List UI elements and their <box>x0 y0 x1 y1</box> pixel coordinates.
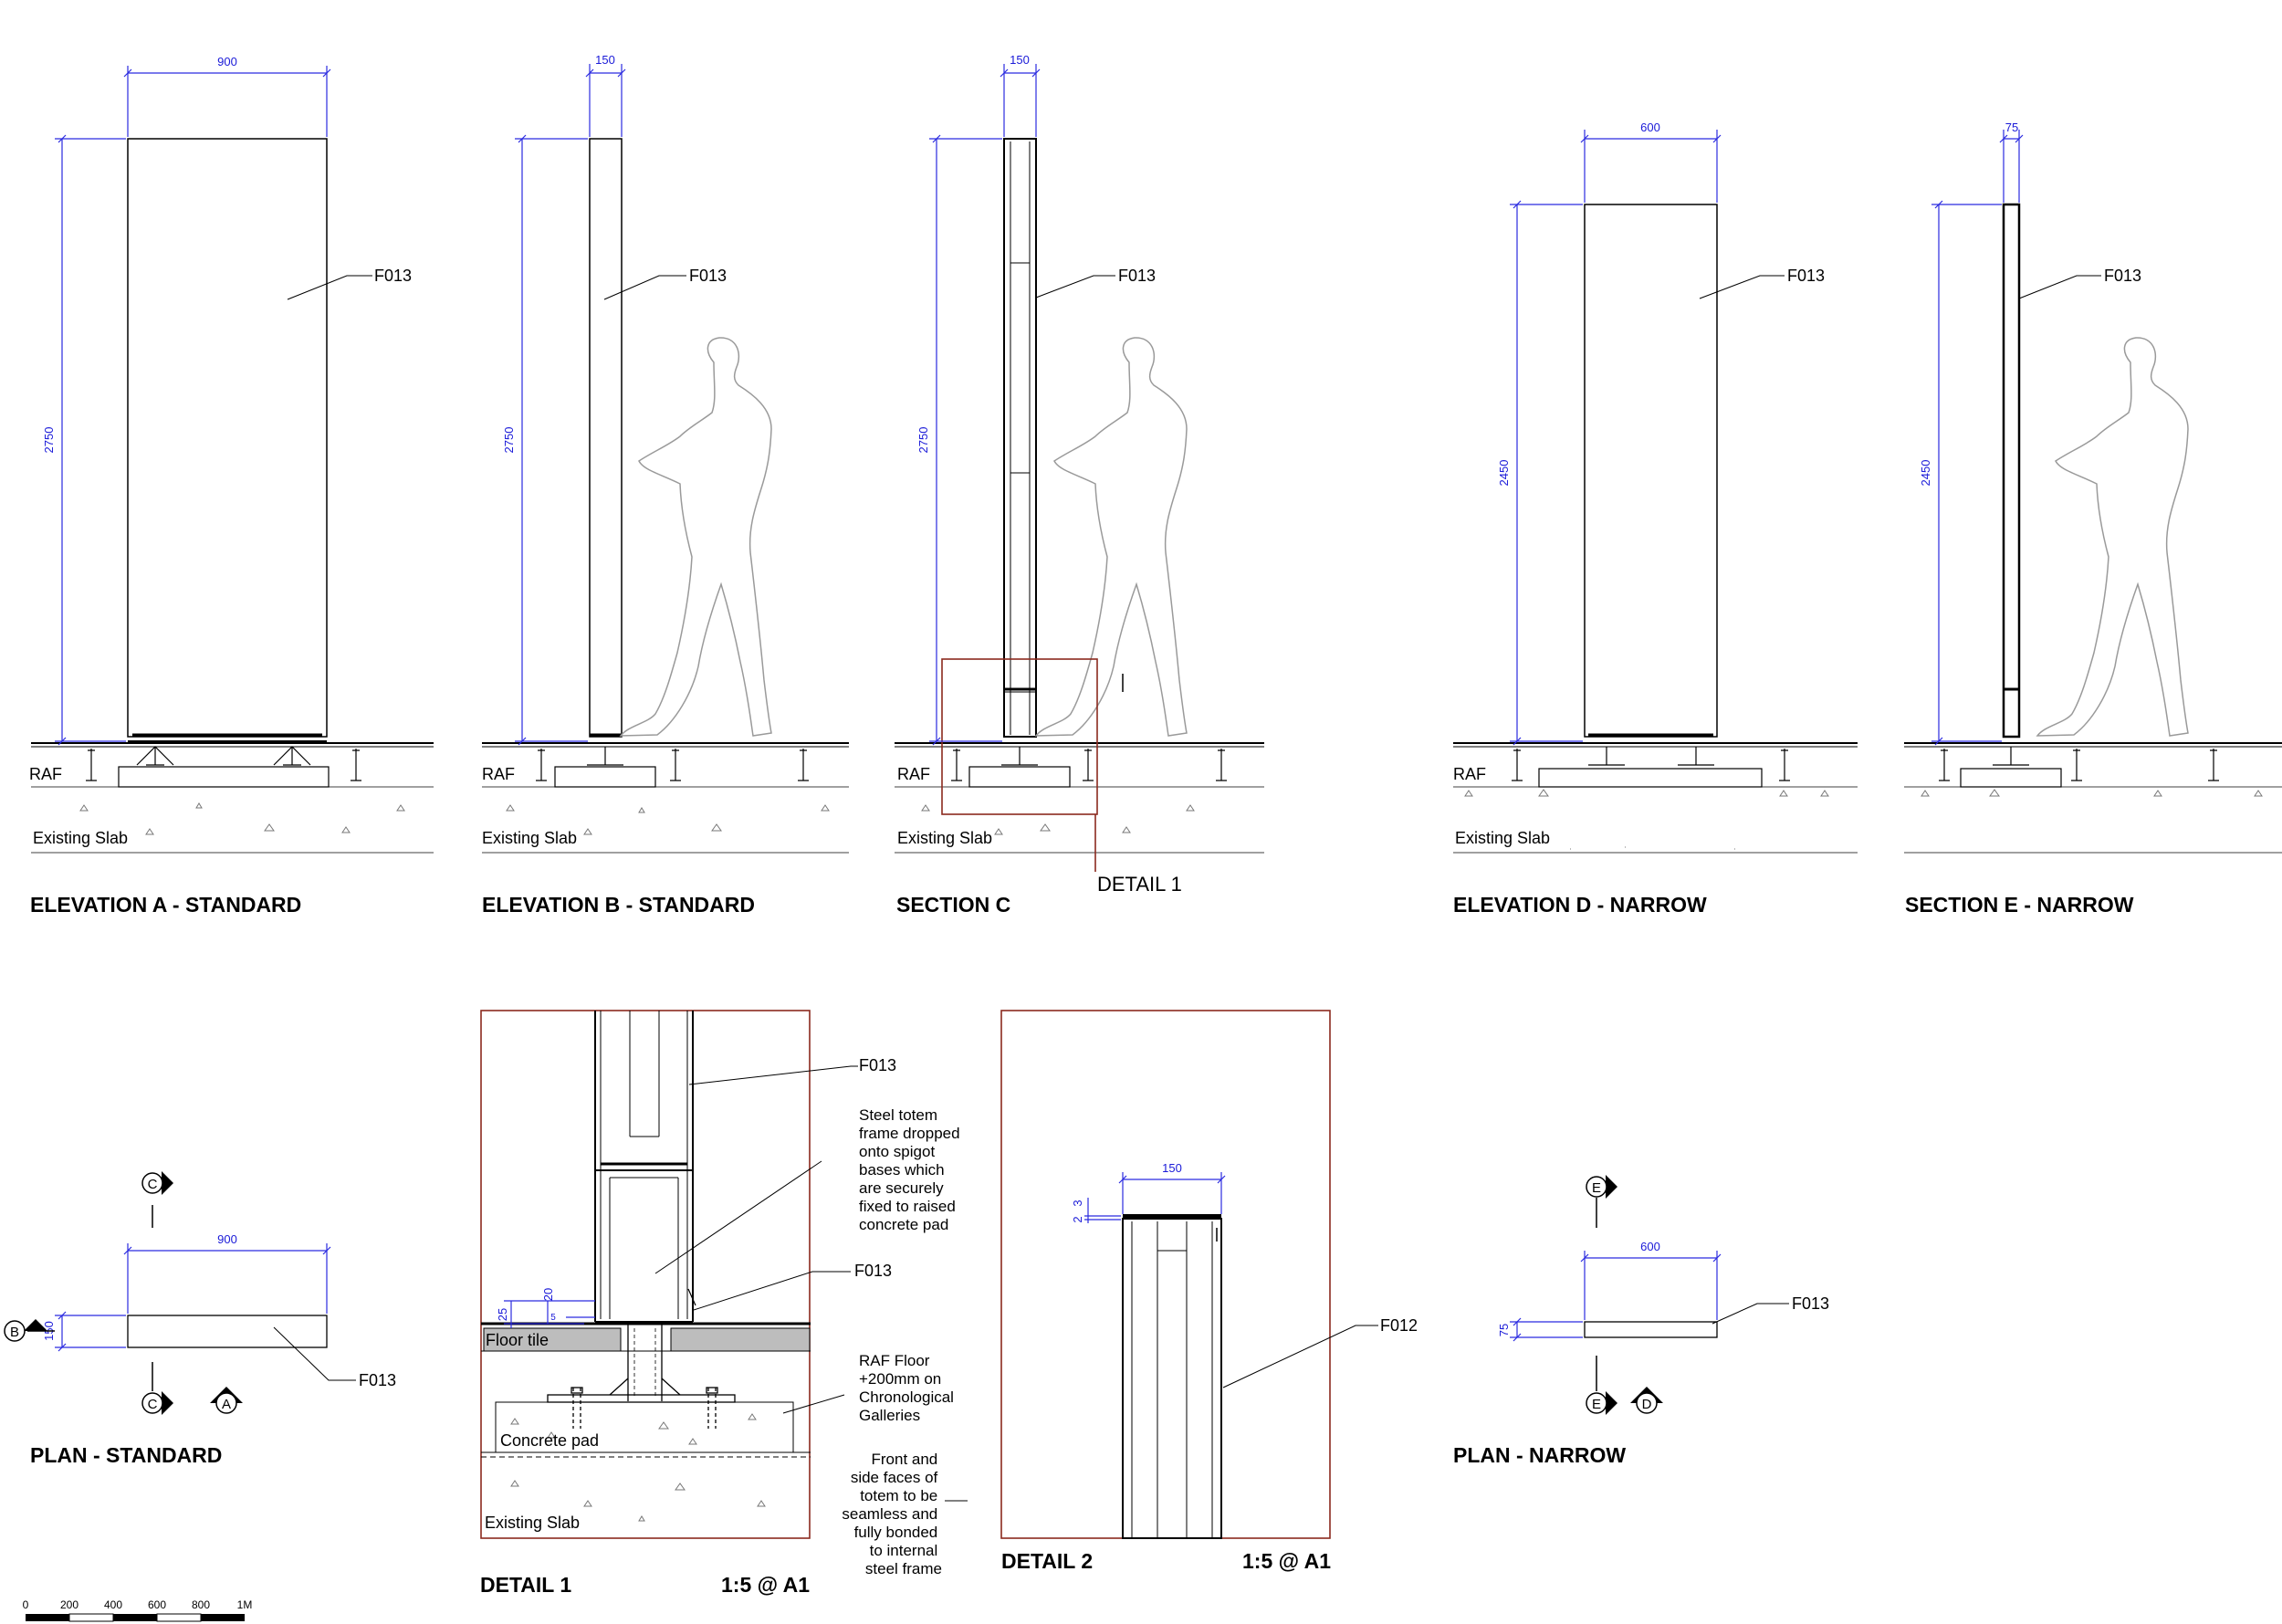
sect-c-height-dim: 2750 <box>916 427 930 454</box>
plan-nar-width-dim: 600 <box>1640 1240 1660 1253</box>
elev-b-slab-label: Existing Slab <box>482 829 577 847</box>
sect-e-width-dim: 75 <box>2005 120 2018 134</box>
detail1-raf-note: RAF Floor +200mm on Chronological Galler… <box>859 1352 958 1424</box>
detail-1-callout: DETAIL 1 <box>1097 873 1182 896</box>
scale-tick-0: 0 <box>23 1598 29 1611</box>
detail1-finish-top: F013 <box>859 1056 896 1074</box>
sect-e-height-dim: 2450 <box>1919 460 1932 487</box>
sect-e-finish-tag: F013 <box>2104 267 2141 285</box>
svg-text:A: A <box>222 1397 231 1412</box>
plan-standard: 900 150 F013 C B C A PLAN - STANDARD <box>4 1171 396 1467</box>
section-marker-b[interactable]: B <box>4 1319 55 1342</box>
detail1-dim-20: 20 <box>541 1288 555 1301</box>
detail-1: 25 20 5 Floor tile Concrete pad Existing… <box>480 1010 968 1597</box>
svg-text:E: E <box>1592 1180 1601 1196</box>
section-marker-a[interactable]: A <box>210 1387 243 1414</box>
sect-c-finish-tag: F013 <box>1118 267 1156 285</box>
elev-d-slab-label: Existing Slab <box>1455 829 1550 847</box>
detail2-dim-2: 2 <box>1071 1216 1084 1222</box>
scale-tick-200: 200 <box>60 1598 79 1611</box>
scale-tick-1m: 1M <box>237 1598 253 1611</box>
plan-std-finish-tag: F013 <box>359 1371 396 1389</box>
detail1-dim-25: 25 <box>496 1308 509 1321</box>
sect-c-raf-label: RAF <box>897 765 930 783</box>
sect-c-title: SECTION C <box>896 893 1010 917</box>
elev-a-slab-label: Existing Slab <box>33 829 128 847</box>
detail2-finish-tag: F012 <box>1380 1316 1418 1335</box>
detail1-slab-label: Existing Slab <box>485 1514 580 1532</box>
detail1-faces-note: Front and side faces of totem to be seam… <box>842 1451 942 1577</box>
elev-b-raf-label: RAF <box>482 765 515 783</box>
detail1-finish-mid: F013 <box>854 1262 892 1280</box>
scale-bar: 0 200 400 600 800 1M <box>23 1598 253 1622</box>
plan-std-title: PLAN - STANDARD <box>30 1443 222 1467</box>
detail-2-scale: 1:5 @ A1 <box>1242 1549 1331 1573</box>
elev-a-title: ELEVATION A - STANDARD <box>30 893 301 917</box>
svg-text:B: B <box>10 1325 19 1340</box>
detail1-dim-5: 5 <box>550 1313 556 1323</box>
section-marker-d[interactable]: D <box>1630 1387 1663 1414</box>
section-e: 75 2450 F013 SECTION E - NARROW <box>1904 120 2282 917</box>
elev-b-height-dim: 2750 <box>502 427 516 454</box>
detail1-frame-note: Steel totem frame dropped onto spigot ba… <box>859 1106 964 1233</box>
plan-nar-finish-tag: F013 <box>1792 1294 1829 1313</box>
svg-text:C: C <box>148 1397 158 1412</box>
elev-a-raf-label: RAF <box>29 765 62 783</box>
section-marker-c-top[interactable]: C <box>141 1171 173 1228</box>
scale-tick-600: 600 <box>148 1598 166 1611</box>
elev-d-width-dim: 600 <box>1640 120 1660 134</box>
section-marker-e-bottom[interactable]: E <box>1586 1356 1617 1415</box>
elev-d-raf-label: RAF <box>1453 765 1486 783</box>
elev-a-height-dim: 2750 <box>42 427 56 454</box>
elev-b-finish-tag: F013 <box>689 267 727 285</box>
sect-e-title: SECTION E - NARROW <box>1905 893 2134 917</box>
section-marker-c-bottom[interactable]: C <box>141 1362 173 1415</box>
plan-narrow: 600 75 F013 E E D PLAN - NARROW <box>1453 1175 1829 1467</box>
sect-c-width-dim: 150 <box>1010 53 1030 67</box>
elev-b-width-dim: 150 <box>595 53 615 67</box>
svg-text:E: E <box>1592 1397 1601 1412</box>
elev-d-title: ELEVATION D - NARROW <box>1453 893 1707 917</box>
section-marker-e-top[interactable]: E <box>1586 1175 1617 1228</box>
detail-2-title: DETAIL 2 <box>1001 1549 1093 1573</box>
detail2-width-dim: 150 <box>1162 1161 1182 1175</box>
elevation-d: 600 2450 F013 RAF Existing Slab ELEVATIO… <box>1453 120 1858 917</box>
elevation-b: 150 2750 F013 RAF Existing Slab ELEVATIO… <box>482 53 849 917</box>
scale-tick-800: 800 <box>192 1598 210 1611</box>
svg-text:D: D <box>1642 1397 1652 1412</box>
scale-tick-400: 400 <box>104 1598 122 1611</box>
floor-tile-label: Floor tile <box>486 1331 549 1349</box>
elev-d-height-dim: 2450 <box>1497 460 1511 487</box>
plan-nar-depth-dim: 75 <box>1497 1324 1511 1336</box>
sect-c-slab-label: Existing Slab <box>897 829 992 847</box>
detail-1-title: DETAIL 1 <box>480 1573 571 1597</box>
detail-1-scale: 1:5 @ A1 <box>721 1573 810 1597</box>
plan-nar-title: PLAN - NARROW <box>1453 1443 1626 1467</box>
detail-2: 150 2 3 F012 DETAIL 2 1:5 @ A1 <box>1000 1010 1418 1573</box>
svg-text:C: C <box>148 1177 158 1192</box>
elev-a-finish-tag: F013 <box>374 267 412 285</box>
elevation-a: 900 2750 F013 RAF Existing Slab ELEVATIO… <box>29 55 434 917</box>
elev-d-finish-tag: F013 <box>1787 267 1825 285</box>
section-c: 150 2750 F013 RAF Existing Slab DETAIL 1… <box>895 53 1264 917</box>
plan-std-width-dim: 900 <box>217 1232 237 1246</box>
concrete-pad-label: Concrete pad <box>500 1431 599 1450</box>
detail2-dim-3: 3 <box>1071 1200 1084 1206</box>
elev-b-title: ELEVATION B - STANDARD <box>482 893 755 917</box>
elev-a-width-dim: 900 <box>217 55 237 68</box>
